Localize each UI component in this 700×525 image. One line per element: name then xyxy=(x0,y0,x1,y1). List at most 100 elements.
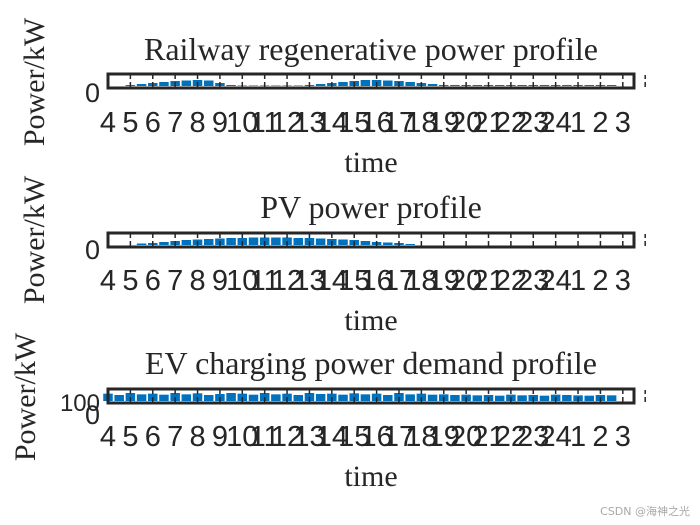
bar xyxy=(606,395,617,401)
bar xyxy=(494,395,505,401)
x-tick-label: 24 xyxy=(540,421,572,453)
axes-box xyxy=(106,387,636,405)
x-tick-label: 7 xyxy=(167,421,183,453)
x-tick-label: 23 xyxy=(517,421,549,453)
chart-title: EV charging power demand profile xyxy=(145,345,597,381)
x-tick-label: 2 xyxy=(592,265,608,297)
bar xyxy=(472,85,483,86)
bar xyxy=(539,85,550,86)
bar xyxy=(315,84,326,86)
y-tick-label: 0 xyxy=(85,400,100,430)
bar xyxy=(203,239,214,245)
y-axis-label: Power/kW xyxy=(9,332,42,461)
bar xyxy=(584,85,594,86)
x-tick-label: 3 xyxy=(615,421,631,453)
x-tick-label: 14 xyxy=(316,421,348,453)
bar xyxy=(360,241,371,245)
x-tick-label: 10 xyxy=(226,265,258,297)
x-tick-label: 13 xyxy=(293,421,325,453)
bar xyxy=(383,395,393,401)
x-tick-label: 22 xyxy=(495,107,527,139)
bar xyxy=(606,85,617,86)
bar xyxy=(248,394,259,401)
x-tick-label: 13 xyxy=(293,265,325,297)
bar xyxy=(315,238,326,245)
x-tick-label: 12 xyxy=(271,265,303,297)
bar xyxy=(159,394,169,401)
bar xyxy=(450,85,460,86)
x-tick-label: 20 xyxy=(450,107,482,139)
x-tick-label: 1 xyxy=(570,107,586,139)
x-tick-label: 15 xyxy=(338,421,370,453)
bar xyxy=(539,395,550,401)
x-tick-label: 19 xyxy=(428,421,460,453)
x-tick-label: 16 xyxy=(360,421,392,453)
bar xyxy=(338,82,348,86)
bar xyxy=(517,395,527,401)
x-tick-label: 16 xyxy=(360,265,392,297)
x-tick-label: 22 xyxy=(495,421,527,453)
x-tick-label: 23 xyxy=(517,265,549,297)
x-tick-label: 2 xyxy=(592,421,608,453)
x-tick-label: 7 xyxy=(167,107,183,139)
bar xyxy=(427,394,438,401)
bar xyxy=(338,394,348,401)
axes-box xyxy=(106,231,636,249)
x-tick-label: 6 xyxy=(145,265,161,297)
bar xyxy=(338,239,348,245)
bar xyxy=(226,238,236,245)
x-tick-label: 1 xyxy=(570,421,586,453)
bar xyxy=(315,394,326,401)
bar xyxy=(405,82,415,86)
x-tick-label: 22 xyxy=(495,265,527,297)
bar xyxy=(203,395,214,401)
x-tick-label: 9 xyxy=(212,107,228,139)
bar xyxy=(293,238,304,245)
x-tick-label: 11 xyxy=(250,421,280,453)
bar xyxy=(181,80,192,86)
bar xyxy=(248,85,259,86)
x-tick-label: 20 xyxy=(450,265,482,297)
x-tick-label: 10 xyxy=(226,421,258,453)
x-tick-label: 10 xyxy=(226,107,258,139)
bar xyxy=(226,393,236,401)
x-tick-label: 17 xyxy=(383,265,415,297)
bar xyxy=(181,240,192,245)
bar xyxy=(562,395,572,401)
x-tick-label: 4 xyxy=(100,265,116,297)
x-tick-label: 8 xyxy=(189,265,205,297)
bar xyxy=(159,82,169,86)
x-tick-label: 21 xyxy=(472,107,504,139)
bar xyxy=(360,80,371,86)
x-tick-label: 16 xyxy=(360,107,392,139)
x-tick-label: 24 xyxy=(540,107,572,139)
x-tick-label: 3 xyxy=(615,265,631,297)
x-tick-label: 2 xyxy=(592,107,608,139)
x-tick-label: 5 xyxy=(122,421,138,453)
x-axis-label: time xyxy=(344,460,397,493)
x-tick-label: 14 xyxy=(316,107,348,139)
bar xyxy=(248,237,259,245)
bar xyxy=(450,395,460,401)
x-tick-label: 6 xyxy=(145,107,161,139)
x-tick-label: 5 xyxy=(122,265,138,297)
x-tick-label: 15 xyxy=(338,107,370,139)
watermark: CSDN @海神之光 xyxy=(600,505,690,518)
bar xyxy=(517,85,527,86)
x-tick-label: 8 xyxy=(189,107,205,139)
bar xyxy=(271,85,281,86)
x-tick-label: 5 xyxy=(122,107,138,139)
bar xyxy=(271,394,281,401)
x-tick-label: 1 xyxy=(570,265,586,297)
x-tick-label: 12 xyxy=(271,107,303,139)
bar xyxy=(562,85,572,86)
bar xyxy=(405,244,415,245)
bar xyxy=(293,395,304,401)
bar xyxy=(226,85,236,86)
bar xyxy=(383,242,393,245)
x-tick-label: 11 xyxy=(250,265,280,297)
